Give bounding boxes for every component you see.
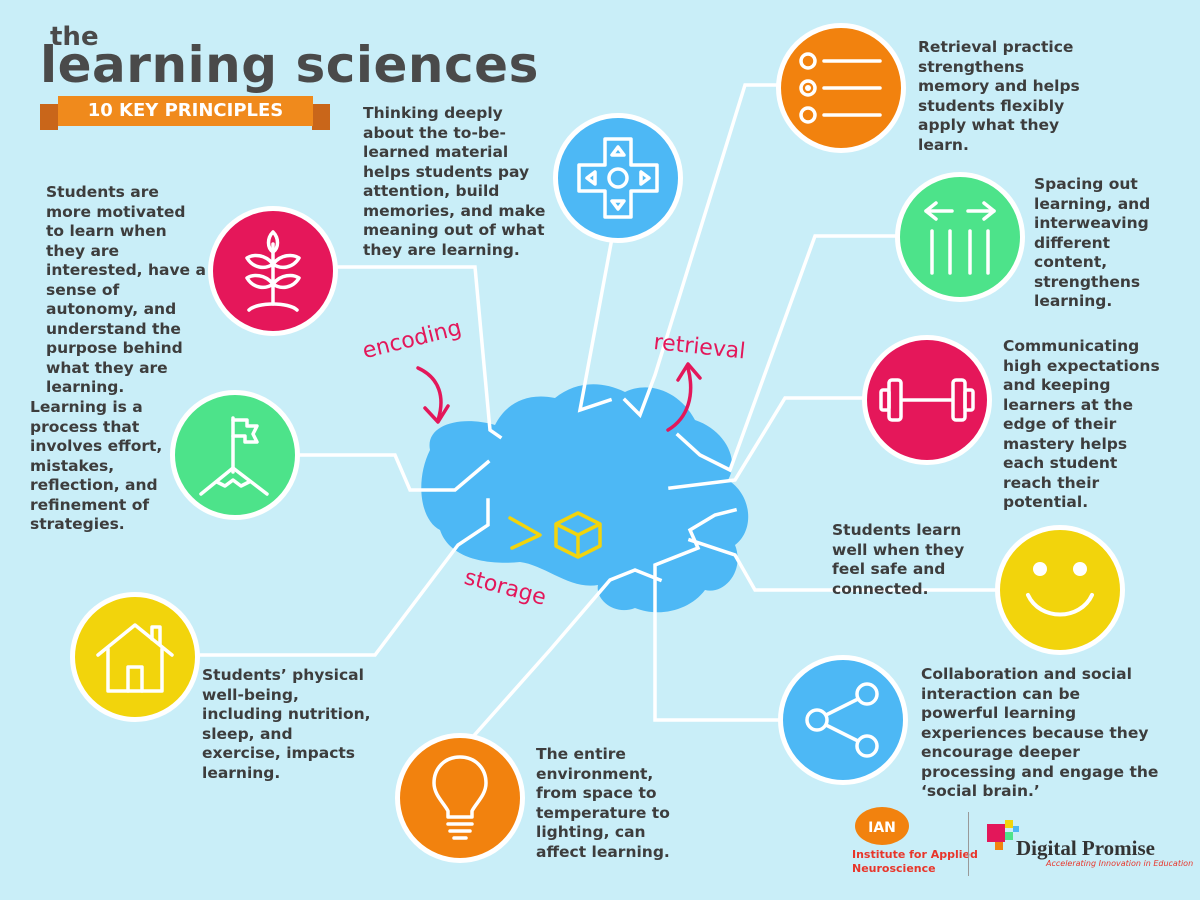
principle-retrieval-practice-text: Retrieval practice strengthens memory an… <box>918 38 1080 154</box>
cube-icon <box>554 511 602 559</box>
house-icon <box>96 623 174 693</box>
principle-effort-text: Learning is a process that involves effo… <box>30 398 163 533</box>
principle-expectations-text: Communicating high expectations and keep… <box>1003 337 1160 511</box>
principle-safety-text: Students learn well when they feel safe … <box>832 521 965 598</box>
ian-name: Institute for Applied Neuroscience <box>852 848 978 876</box>
title-prefix: the <box>50 22 99 52</box>
encoding-arrow <box>416 366 443 422</box>
retrieval-arrow <box>666 366 693 432</box>
digital-promise-name: Digital Promise <box>1016 836 1156 860</box>
safety-circle <box>995 525 1125 655</box>
ribbon-left-tail <box>40 104 58 130</box>
retrieval-arrowhead <box>676 362 702 382</box>
digital-promise-logo-mark <box>987 820 1019 850</box>
environment-circle <box>395 733 525 863</box>
lightbulb-icon <box>432 755 488 840</box>
plant-icon <box>245 230 301 312</box>
effort-circle <box>170 390 300 520</box>
smiley-face-icon <box>1026 562 1094 617</box>
list-icon <box>799 52 882 124</box>
well-being-circle <box>70 592 200 722</box>
dpad-icon <box>577 137 659 219</box>
spacing-circle <box>895 172 1025 302</box>
ian-name-line1: Institute for Applied <box>852 848 978 861</box>
collaboration-circle <box>778 655 908 785</box>
principle-deep-thinking-text: Thinking deeply about the to-be-learned … <box>363 104 546 259</box>
barbell-icon <box>879 378 975 422</box>
principle-spacing-text: Spacing out learning, and interweaving d… <box>1034 175 1151 310</box>
ian-brain-logo: IAN <box>855 807 909 845</box>
spaced-arrows-icon <box>924 201 996 275</box>
ian-name-line2: Neuroscience <box>852 862 936 875</box>
digital-promise-tagline: Accelerating Innovation in Education <box>1046 859 1194 868</box>
deep-thinking-circle <box>553 113 683 243</box>
expectations-circle <box>862 335 992 465</box>
principle-well-being-text: Students’ physical well-being, including… <box>202 666 371 782</box>
key-principles-ribbon: 10 KEY PRINCIPLES <box>40 96 330 130</box>
principle-environment-text: The entire environment, from space to te… <box>536 745 670 861</box>
retrieval-practice-circle <box>776 23 906 153</box>
share-network-icon <box>805 682 879 758</box>
ribbon-right-tail <box>312 104 330 130</box>
page-title: learning sciences <box>40 36 539 94</box>
principle-collaboration-text: Collaboration and social interaction can… <box>921 665 1159 800</box>
ian-mark-text: IAN <box>868 820 896 836</box>
mountain-flag-icon <box>199 416 269 496</box>
encoding-arrowhead <box>423 404 450 424</box>
ribbon-label: 10 KEY PRINCIPLES <box>58 96 313 126</box>
storage-arrow <box>508 516 542 550</box>
logo-divider <box>968 812 969 876</box>
principle-motivation-text: Students are more motivated to learn whe… <box>46 183 206 396</box>
brain-shape <box>421 384 749 613</box>
motivation-circle <box>208 206 338 336</box>
